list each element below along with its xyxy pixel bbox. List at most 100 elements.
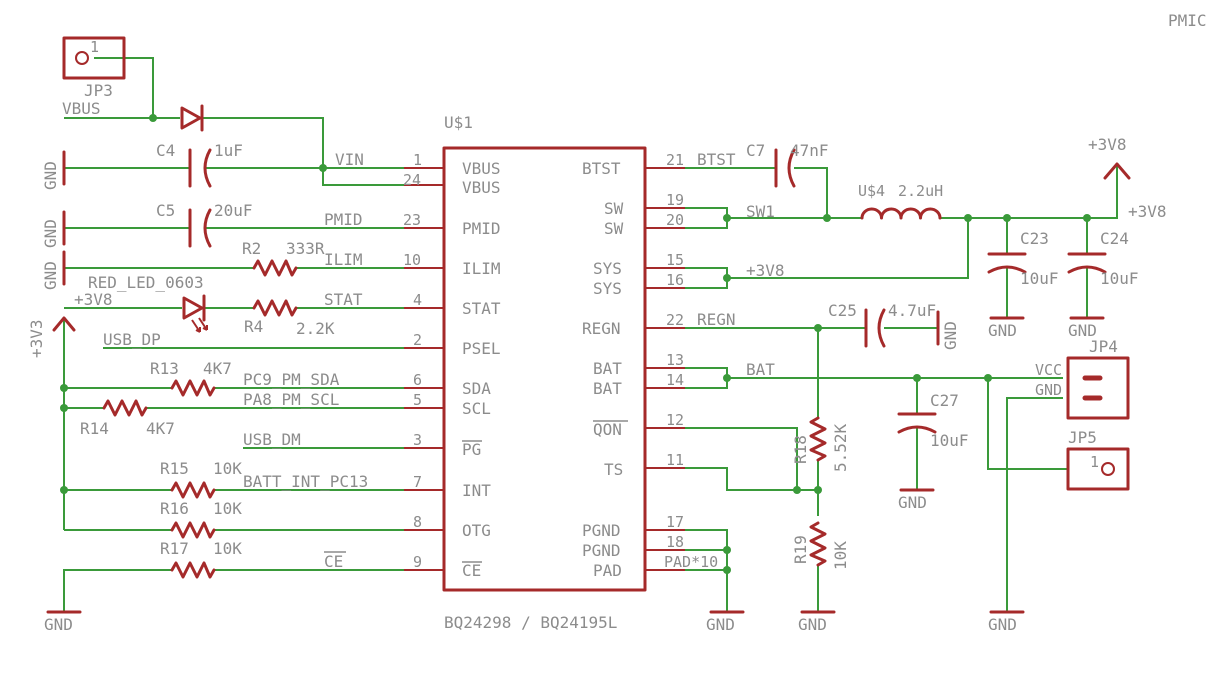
svg-text:R14: R14 — [80, 419, 109, 438]
resistor-r16: R16 10K — [160, 499, 242, 539]
svg-text:+3V8: +3V8 — [74, 290, 113, 309]
svg-text:1: 1 — [90, 38, 99, 56]
capacitor-c25: C25 4.7uF GND — [828, 301, 960, 350]
svg-text:C25: C25 — [828, 301, 857, 320]
pin-num: 6 — [413, 371, 422, 389]
right-net-labels: BTST SW1 +3V8 +3V8 REGN BAT PAD*10 — [664, 150, 1167, 571]
pin-name: PGND — [582, 521, 621, 540]
svg-text:PA8_PM_SCL: PA8_PM_SCL — [243, 390, 339, 409]
pin-num: 9 — [413, 553, 422, 571]
pin-name: BAT — [593, 359, 622, 378]
pin-name: REGN — [582, 319, 621, 338]
svg-text:VBUS: VBUS — [62, 99, 101, 118]
svg-text:333R: 333R — [286, 239, 325, 258]
svg-text:GND: GND — [706, 615, 735, 634]
svg-text:PMID: PMID — [324, 210, 363, 229]
pin-name: SW — [604, 219, 624, 238]
svg-text:5.52K: 5.52K — [831, 423, 850, 472]
diode-vbus — [180, 104, 204, 132]
svg-text:USB_DM: USB_DM — [243, 430, 301, 449]
svg-text:20uF: 20uF — [214, 201, 253, 220]
svg-text:10K: 10K — [831, 541, 850, 570]
pin-name: BTST — [582, 159, 621, 178]
svg-text:C5: C5 — [156, 201, 175, 220]
svg-text:2.2K: 2.2K — [296, 319, 335, 338]
svg-text:VCC: VCC — [1035, 361, 1062, 379]
resistor-r18: R18 5.52K — [791, 416, 850, 472]
pin-name: SDA — [462, 379, 491, 398]
resistor-r15: R15 10K — [160, 459, 242, 499]
svg-text:BTST: BTST — [697, 150, 736, 169]
svg-text:C23: C23 — [1020, 229, 1049, 248]
svg-text:10K: 10K — [213, 539, 242, 558]
ic-ref: U$1 — [444, 113, 473, 132]
pin-name: OTG — [462, 521, 491, 540]
connector-jp5: 1 JP5 — [1066, 428, 1130, 491]
svg-text:4.7uF: 4.7uF — [888, 301, 936, 320]
jp3-ref: JP3 — [84, 81, 113, 100]
junction-dots — [60, 114, 1091, 574]
svg-text:4K7: 4K7 — [203, 359, 232, 378]
led-stat — [182, 294, 208, 333]
pin-num: 4 — [413, 291, 422, 309]
svg-text:10uF: 10uF — [1020, 269, 1059, 288]
svg-text:BATT_INT_PC13: BATT_INT_PC13 — [243, 472, 368, 491]
jp5-ref: JP5 — [1068, 428, 1097, 447]
svg-text:R16: R16 — [160, 499, 189, 518]
capacitor-c4: C4 1uF — [156, 141, 243, 188]
pin-name: QON — [593, 420, 622, 439]
svg-text:R13: R13 — [150, 359, 179, 378]
svg-text:PC9_PM_SDA: PC9_PM_SDA — [243, 370, 340, 389]
power-3v8-symbol: +3V8 — [1088, 135, 1131, 180]
ground-c23-c24: GND GND — [988, 316, 1105, 340]
pin-num: 24 — [403, 171, 421, 189]
resistor-r17: R17 10K — [160, 539, 242, 579]
pin-name: BAT — [593, 379, 622, 398]
pin-name: PMID — [462, 219, 501, 238]
svg-text:47nF: 47nF — [790, 141, 829, 160]
inductor-l4: U$4 2.2uH — [858, 182, 943, 220]
pin-num: 5 — [413, 391, 422, 409]
resistor-r2: R2 333R — [242, 239, 325, 277]
capacitor-c7: C7 47nF — [746, 141, 829, 188]
jp4-ref: JP4 — [1089, 337, 1118, 356]
svg-text:+3V3: +3V3 — [27, 319, 46, 358]
svg-text:GND: GND — [41, 219, 60, 248]
pin-num: 16 — [666, 271, 684, 289]
pin-num: 18 — [666, 533, 684, 551]
svg-text:CE: CE — [324, 552, 343, 571]
pin-name: CE — [462, 561, 481, 580]
pin-name: STAT — [462, 299, 501, 318]
left-ground-bars: GND GND GND — [41, 150, 66, 290]
pin-num: 13 — [666, 351, 684, 369]
pin-num: 22 — [666, 311, 684, 329]
pin-name: PGND — [582, 541, 621, 560]
svg-text:C24: C24 — [1100, 229, 1129, 248]
svg-text:+3V8: +3V8 — [746, 261, 785, 280]
svg-text:R18: R18 — [791, 435, 810, 464]
pin-num: 2 — [413, 331, 422, 349]
svg-text:SW1: SW1 — [746, 202, 775, 221]
svg-text:BAT: BAT — [746, 360, 775, 379]
svg-text:GND: GND — [41, 261, 60, 290]
svg-text:REGN: REGN — [697, 310, 736, 329]
resistor-r4: R4 2.2K — [244, 299, 335, 338]
svg-text:GND: GND — [941, 321, 960, 350]
svg-text:10K: 10K — [213, 499, 242, 518]
svg-text:C7: C7 — [746, 141, 765, 160]
pin-num: 3 — [413, 431, 422, 449]
svg-text:STAT: STAT — [324, 290, 363, 309]
svg-text:ILIM: ILIM — [324, 250, 363, 269]
svg-text:GND: GND — [988, 615, 1017, 634]
svg-text:+3V8: +3V8 — [1088, 135, 1127, 154]
pin-num: 11 — [666, 451, 684, 469]
pin-name: ILIM — [462, 259, 501, 278]
pin-num: 12 — [666, 411, 684, 429]
svg-text:GND: GND — [798, 615, 827, 634]
pin-num: 15 — [666, 251, 684, 269]
capacitor-c24: C24 10uF — [1067, 229, 1139, 288]
pin-name: SCL — [462, 399, 491, 418]
resistor-r13: R13 4K7 — [150, 359, 232, 397]
pin-name: TS — [604, 460, 623, 479]
